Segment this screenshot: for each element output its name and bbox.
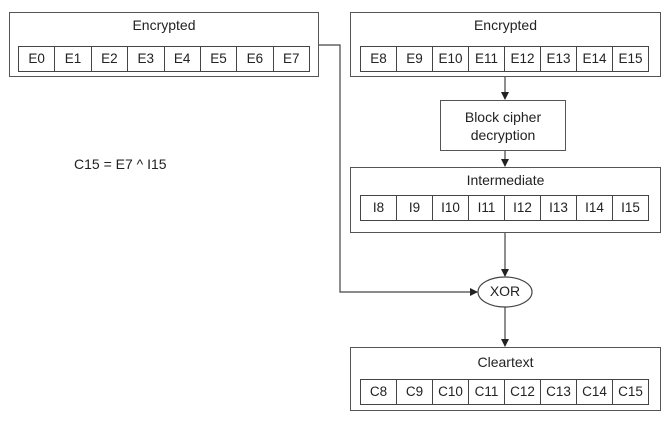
left-encrypted-block: Encrypted E0 E1 E2 E3 E4 E5 E6 E7 xyxy=(9,12,319,77)
cell-c13: C13 xyxy=(541,380,577,404)
cell-e10: E10 xyxy=(433,47,469,71)
cell-e13: E13 xyxy=(541,47,577,71)
cell-c10: C10 xyxy=(433,380,469,404)
cell-i13: I13 xyxy=(541,196,577,220)
xor-node xyxy=(477,276,533,308)
cell-c14: C14 xyxy=(577,380,613,404)
intermediate-block: Intermediate I8 I9 I10 I11 I12 I13 I14 I… xyxy=(350,167,661,233)
cell-e11: E11 xyxy=(469,47,505,71)
cell-e9: E9 xyxy=(397,47,433,71)
cell-e6: E6 xyxy=(237,47,274,71)
cell-e2: E2 xyxy=(92,47,129,71)
cleartext-title: Cleartext xyxy=(477,354,534,370)
cell-c8: C8 xyxy=(361,380,397,404)
cell-i15: I15 xyxy=(621,200,640,215)
cell-e14: E14 xyxy=(577,47,613,71)
cipher-line-1: Block cipher xyxy=(464,108,542,125)
cell-e1: E1 xyxy=(55,47,92,71)
cell-i10: I10 xyxy=(433,196,469,220)
block-cipher-decryption-box: Block cipher decryption xyxy=(440,100,566,151)
intermediate-title: Intermediate xyxy=(466,172,545,188)
cell-i14: I14 xyxy=(577,196,613,220)
cell-e7: E7 xyxy=(283,51,300,66)
cipher-line-2: decryption xyxy=(470,126,536,143)
cell-i8: I8 xyxy=(361,196,397,220)
cell-c15: C15 xyxy=(618,384,643,399)
right-encrypted-title: Encrypted xyxy=(473,17,538,33)
intermediate-cells: I8 I9 I10 I11 I12 I13 I14 I15 xyxy=(360,195,649,221)
cell-e0: E0 xyxy=(19,47,56,71)
right-encrypted-cells: E8 E9 E10 E11 E12 E13 E14 E15 xyxy=(360,46,649,72)
cleartext-cells: C8 C9 C10 C11 C12 C13 C14 C15 xyxy=(360,379,649,405)
cell-i11: I11 xyxy=(469,196,505,220)
cell-e8: E8 xyxy=(361,47,397,71)
cell-e5: E5 xyxy=(201,47,238,71)
left-encrypted-cells: E0 E1 E2 E3 E4 E5 E6 E7 xyxy=(18,46,310,72)
left-encrypted-title: Encrypted xyxy=(132,17,196,33)
right-encrypted-block: Encrypted E8 E9 E10 E11 E12 E13 E14 E15 xyxy=(350,12,661,77)
cell-i12: I12 xyxy=(505,196,541,220)
cell-e3: E3 xyxy=(128,47,165,71)
cleartext-block: Cleartext C8 C9 C10 C11 C12 C13 C14 C15 xyxy=(350,347,661,411)
cell-e15: E15 xyxy=(618,51,643,66)
e7-to-xor-line xyxy=(318,44,478,296)
cell-i9: I9 xyxy=(397,196,433,220)
formula-text: C15 = E7 ^ I15 xyxy=(74,156,167,172)
xor-label: XOR xyxy=(489,283,521,299)
cell-e12: E12 xyxy=(505,47,541,71)
cell-c9: C9 xyxy=(397,380,433,404)
cell-c12: C12 xyxy=(505,380,541,404)
cell-c11: C11 xyxy=(469,380,505,404)
cell-e4: E4 xyxy=(165,47,201,71)
